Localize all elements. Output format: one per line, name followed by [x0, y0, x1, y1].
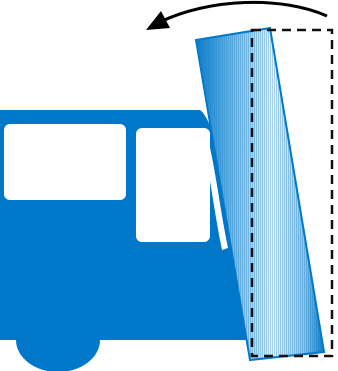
curved-arrow-left-icon: [146, 2, 327, 30]
front-window: [136, 128, 210, 242]
side-window: [4, 124, 126, 200]
